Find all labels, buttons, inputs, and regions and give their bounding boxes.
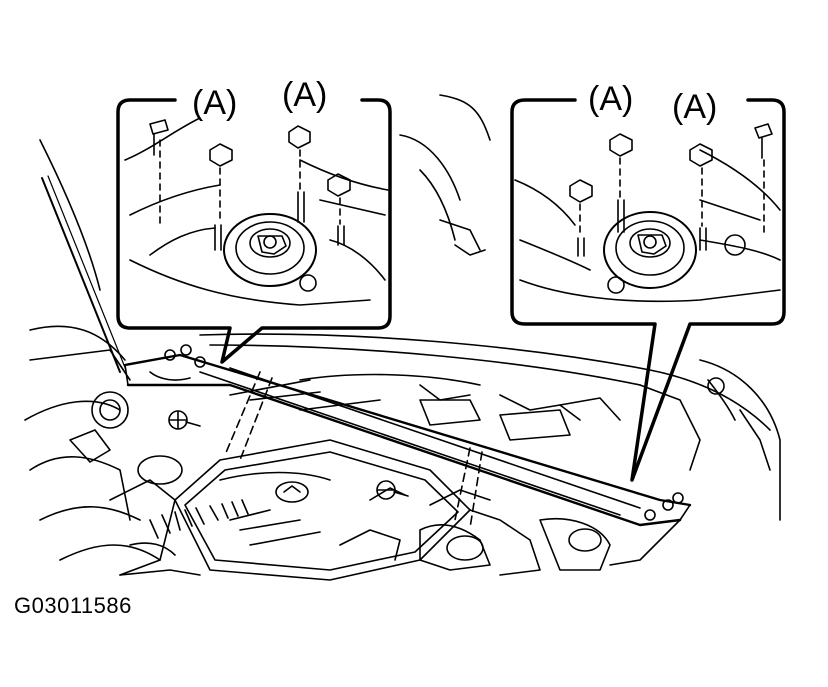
strut-mount-left — [124, 117, 389, 306]
callout-label-left-1: (A) — [192, 84, 237, 122]
callout-box-left — [116, 98, 392, 364]
callout-label-left-2: (A) — [282, 76, 327, 114]
figure-code: G03011586 — [14, 593, 132, 618]
callout-box-right — [510, 98, 786, 482]
callout-label-right-2: (A) — [672, 88, 717, 126]
strut-mount-right — [514, 123, 781, 303]
engine-bay-drawing — [24, 94, 781, 581]
callout-label-right-1: (A) — [588, 80, 633, 118]
